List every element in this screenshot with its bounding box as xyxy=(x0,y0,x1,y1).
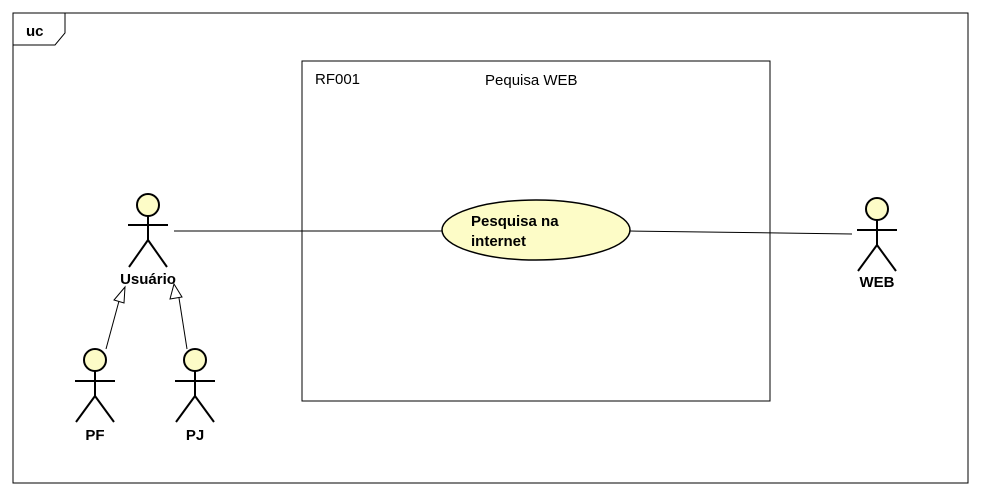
actor-web-leg-left xyxy=(857,244,878,272)
generalization-pf-line xyxy=(105,300,120,350)
actor-pf-head xyxy=(83,348,107,372)
association-usecase-web xyxy=(629,230,853,235)
actor-web-head xyxy=(865,197,889,221)
actor-usuario-leg-right xyxy=(147,239,168,268)
actor-pj-leg-left xyxy=(175,395,196,423)
actor-usuario-head xyxy=(136,193,160,217)
actor-pf[interactable]: PF xyxy=(75,348,115,444)
uml-frame: uc xyxy=(12,12,969,484)
actor-pf-leg-right xyxy=(94,395,115,423)
actor-usuario[interactable]: Usuário xyxy=(120,193,176,288)
generalization-pj-line xyxy=(178,297,188,350)
use-case-pesquisa[interactable]: Pesquisa na internet xyxy=(441,199,631,261)
actor-usuario-label: Usuário xyxy=(120,271,176,288)
generalization-pj-arrowhead xyxy=(169,282,183,300)
use-case-ellipse[interactable] xyxy=(441,199,631,261)
actor-usuario-leg-left xyxy=(128,239,149,268)
actor-web-label: WEB xyxy=(860,274,895,291)
use-case-label-line1: Pesquisa na xyxy=(471,213,559,230)
actor-pf-leg-left xyxy=(75,395,96,423)
actor-web-leg-right xyxy=(876,244,897,272)
system-id: RF001 xyxy=(315,71,360,88)
generalization-pf-usuario xyxy=(105,285,126,350)
frame-tag: uc xyxy=(26,23,44,40)
generalization-pf-arrowhead xyxy=(113,285,126,304)
frame-tag-box xyxy=(12,12,66,46)
generalization-pj-usuario xyxy=(169,282,188,350)
actor-pj-leg-right xyxy=(194,395,215,423)
frame-border xyxy=(12,12,969,484)
actor-pj-label: PJ xyxy=(186,427,204,444)
actor-pj[interactable]: PJ xyxy=(175,348,215,444)
actor-pj-head xyxy=(183,348,207,372)
actor-pf-label: PF xyxy=(85,427,104,444)
use-case-label-line2: internet xyxy=(471,233,526,250)
actor-web[interactable]: WEB xyxy=(857,197,897,291)
system-name: Pequisa WEB xyxy=(485,72,578,89)
